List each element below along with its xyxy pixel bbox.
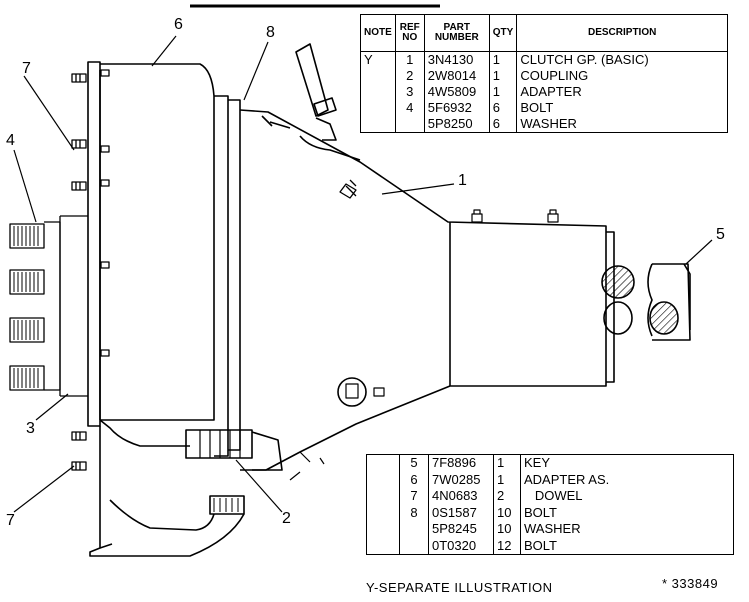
col-header-qty: QTY xyxy=(488,14,518,52)
cell-ref: 3 xyxy=(406,84,414,99)
cell-description: BOLT xyxy=(524,504,557,520)
lower-coupling xyxy=(185,429,283,515)
cell-qty: 1 xyxy=(492,52,501,67)
cell-part-number: 7W0285 xyxy=(432,471,481,487)
cell-part-number: 2W8014 xyxy=(427,68,477,83)
cell-qty: 6 xyxy=(492,100,501,115)
cell-ref: 6 xyxy=(410,471,418,487)
cell-qty: 2 xyxy=(497,488,505,503)
cell-qty: 10 xyxy=(497,504,512,520)
shaft-end xyxy=(601,263,691,341)
cell-ref: 5 xyxy=(410,455,418,470)
col-header-description: DESCRIPTION xyxy=(516,14,728,52)
leader-lines xyxy=(13,35,713,513)
cell-ref: 2 xyxy=(406,68,414,83)
flange-plate xyxy=(87,61,101,427)
cell-qty: 1 xyxy=(497,471,505,487)
cell-qty: 10 xyxy=(497,521,512,536)
cell-part-number: 5F6932 xyxy=(427,100,472,115)
callout-5: 5 xyxy=(716,226,725,243)
callout-2: 2 xyxy=(282,510,291,527)
callout-6: 6 xyxy=(174,16,183,33)
adapter-housing xyxy=(99,63,241,457)
col-header-note: NOTE xyxy=(360,14,396,52)
cell-qty: 6 xyxy=(492,116,501,131)
cell-description: BOLT xyxy=(520,100,554,115)
cell-ref: 8 xyxy=(410,504,418,520)
dowel xyxy=(289,451,325,481)
cell-description: WASHER xyxy=(524,521,581,536)
cell-qty: 1 xyxy=(497,455,505,470)
table-row: Y 1 2 3 4 3N4130 2W8014 4W5809 5F6932 5P… xyxy=(360,51,728,133)
cell-description: CLUTCH GP. (BASIC) xyxy=(520,52,649,67)
clutch-housing xyxy=(239,109,615,471)
parts-list-table-bottom: 5 6 7 8 7F8896 7W0285 4N0683 0S1587 5P82… xyxy=(366,454,734,555)
table-row: 5 6 7 8 7F8896 7W0285 4N0683 0S1587 5P82… xyxy=(366,454,734,555)
callout-4: 4 xyxy=(6,132,15,149)
figure-number: * 333849 xyxy=(662,576,719,591)
cell-qty: 1 xyxy=(492,84,501,99)
cell-description: BOLT xyxy=(524,537,557,553)
parts-list-table-top: NOTE REF NO PART NUMBER QTY DESCRIPTION … xyxy=(360,14,728,133)
col-header-part-number: PART NUMBER xyxy=(423,14,490,52)
callout-3: 3 xyxy=(26,420,35,437)
cell-description: ADAPTER xyxy=(520,84,582,99)
cell-note: Y xyxy=(364,52,373,67)
callout-7-lower: 7 xyxy=(6,512,15,529)
cell-part-number: 0S1587 xyxy=(432,504,477,520)
cell-description: KEY xyxy=(524,455,551,470)
cell-part-number: 7F8896 xyxy=(432,455,477,470)
cell-description: WASHER xyxy=(520,116,577,131)
cell-description: COUPLING xyxy=(520,68,589,83)
cell-part-number: 4W5809 xyxy=(427,84,477,99)
callout-1: 1 xyxy=(458,172,467,189)
cell-qty: 12 xyxy=(497,537,512,553)
lower-bell xyxy=(89,426,245,557)
callout-7-upper: 7 xyxy=(22,60,31,77)
cell-note-empty xyxy=(366,454,400,555)
cell-part-number: 0T0320 xyxy=(432,537,477,553)
cell-part-number: 4N0683 xyxy=(432,488,478,503)
col-header-ref-no: REF NO xyxy=(394,14,425,52)
coupling-lugs xyxy=(9,215,88,397)
cell-description: ADAPTER AS. xyxy=(524,471,610,487)
lever-arm xyxy=(295,43,337,141)
cell-part-number: 5P8245 xyxy=(432,521,477,536)
cell-ref: 4 xyxy=(406,100,414,115)
cell-ref: 1 xyxy=(406,52,414,67)
cell-part-number: 3N4130 xyxy=(427,52,474,67)
cell-qty: 1 xyxy=(492,68,501,83)
table-header-row: NOTE REF NO PART NUMBER QTY DESCRIPTION xyxy=(360,14,728,52)
callout-8: 8 xyxy=(266,24,275,41)
footnote-caption: Y-SEPARATE ILLUSTRATION xyxy=(366,580,553,595)
cell-ref: 7 xyxy=(410,488,418,503)
cell-description: DOWEL xyxy=(524,488,583,503)
cell-part-number: 5P8250 xyxy=(427,116,473,131)
